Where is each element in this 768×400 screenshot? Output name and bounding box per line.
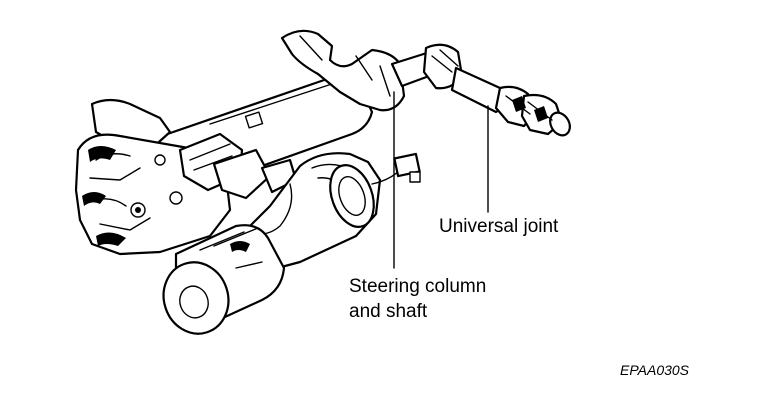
connector bbox=[393, 152, 421, 178]
label-steering-column-line1: Steering column bbox=[349, 276, 486, 297]
steering-column-assembly bbox=[74, 29, 571, 335]
figure-code: EPAA030S bbox=[620, 362, 690, 378]
label-steering-column-line2: and shaft bbox=[349, 301, 428, 322]
label-universal-joint: Universal joint bbox=[439, 216, 559, 237]
